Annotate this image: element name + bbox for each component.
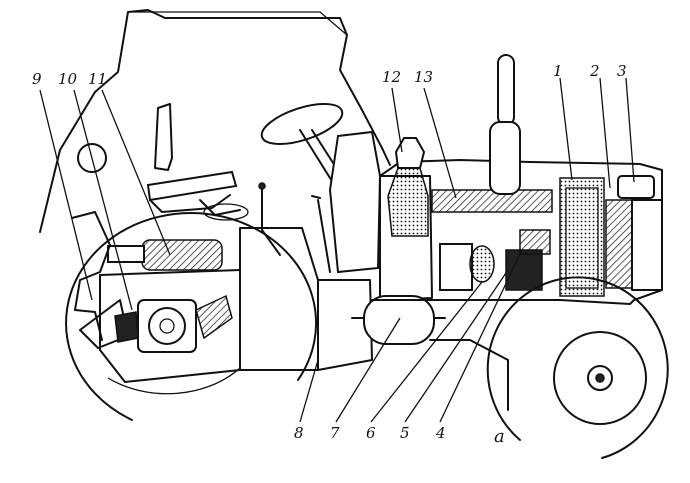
front-axle-beam [429, 339, 509, 411]
front-wheel [486, 276, 669, 459]
callout-13: 13 [414, 68, 433, 86]
leader-lines [39, 77, 635, 423]
rear-axle-knob [77, 143, 107, 173]
pto-housing [137, 299, 197, 353]
cab-roof-line [128, 11, 348, 36]
callout-3: 3 [617, 62, 627, 80]
gear-lever [261, 187, 281, 256]
fuel-filter [469, 245, 495, 283]
pto-gear-hub [159, 318, 175, 334]
figure-letter: a [494, 426, 505, 447]
air-cleaner [387, 167, 429, 237]
dashboard [328, 130, 382, 274]
rear-axle-housing [99, 269, 241, 383]
callout-1: 1 [553, 62, 563, 80]
fan-housing [605, 199, 633, 289]
seat-lever [203, 203, 249, 221]
callout-6: 6 [366, 424, 376, 442]
front-wheel-rim [553, 331, 647, 425]
gear-lever-knob [258, 182, 266, 190]
pto-drive [195, 294, 233, 340]
rear-wheel [65, 212, 318, 421]
seat-suspension [149, 194, 241, 216]
cylinder-rod [107, 245, 145, 263]
rear-brake [114, 311, 139, 343]
rear-linkage [71, 211, 111, 341]
callout-4: 4 [435, 424, 446, 442]
pto-gear [148, 307, 186, 345]
radiator [559, 177, 605, 297]
rear-wheel-inner [107, 367, 241, 395]
front-wheel-hub [587, 365, 613, 391]
seat-base [146, 170, 238, 202]
radiator-core [565, 187, 599, 289]
seat-back [154, 103, 173, 171]
battery [505, 249, 543, 291]
front-grille [631, 199, 663, 291]
front-wheel-center [595, 373, 605, 383]
exhaust-pipe [497, 54, 515, 126]
cab-outline [39, 9, 391, 233]
radiator-cap [617, 175, 655, 199]
callout-11: 11 [88, 70, 107, 88]
callout-5: 5 [400, 424, 410, 442]
muffler [489, 121, 521, 195]
callout-10: 10 [58, 70, 78, 88]
callout-12: 12 [382, 68, 401, 86]
steering-wheel [260, 102, 344, 146]
callout-9: 9 [32, 70, 42, 88]
callout-7: 7 [330, 424, 340, 442]
callout-2: 2 [589, 62, 600, 80]
gearbox-housing [239, 227, 319, 371]
starter-relay [519, 229, 551, 255]
hydraulic-cylinder [141, 239, 223, 271]
injection-pump [439, 243, 473, 291]
frame-rail [371, 299, 635, 305]
engine-head [431, 189, 553, 213]
callout-8: 8 [294, 424, 304, 442]
pedal [311, 195, 331, 273]
air-cleaner-cap [394, 137, 426, 169]
